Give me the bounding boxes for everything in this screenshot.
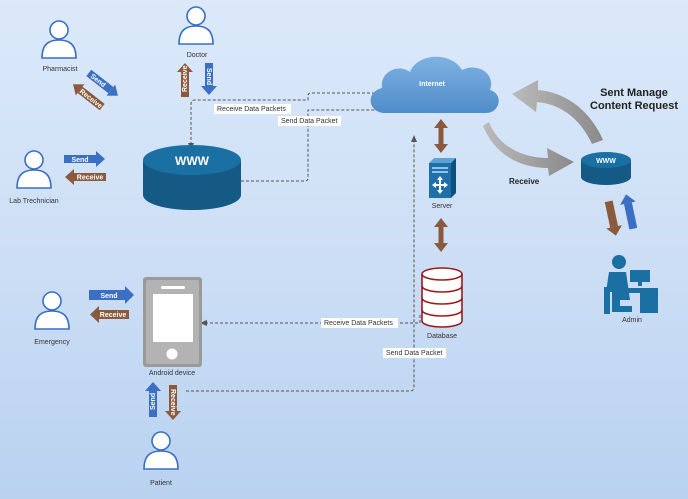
- svg-text:Receive: Receive: [100, 312, 127, 319]
- sent-manage-line1: Sent Manage: [600, 87, 668, 99]
- lab-technician-avatar: [16, 150, 52, 189]
- svg-text:Send: Send: [89, 73, 107, 89]
- sent-manage-arrow: [512, 80, 603, 144]
- lab-technician-label: Lab Trechnician: [9, 198, 59, 205]
- sent-manage-line2: Content Request: [590, 100, 678, 112]
- server-database-arrow: [434, 218, 448, 252]
- admin-figure: [604, 255, 658, 314]
- doctor-avatar: [178, 6, 214, 45]
- www-main-cylinder: WWW: [143, 145, 241, 210]
- server: Server: [429, 158, 456, 210]
- www-small-label: WWW: [596, 158, 616, 165]
- android-label: Android device: [149, 370, 195, 377]
- label-send-data-packet-top: Send Data Packet: [281, 118, 337, 125]
- server-label: Server: [432, 203, 453, 210]
- receive-big-arrow: [483, 122, 574, 176]
- svg-text:Send: Send: [100, 293, 117, 300]
- emergency-label: Emergency: [34, 339, 70, 346]
- emergency-avatar: [34, 291, 70, 330]
- lab-send-arrow: Send: [64, 151, 105, 167]
- svg-text:Send: Send: [205, 68, 212, 85]
- emergency-receive-arrow: Receive: [90, 306, 129, 323]
- www-main-label: WWW: [175, 154, 210, 168]
- connector-receive-top: [190, 92, 380, 145]
- www-small-cylinder: WWW: [581, 152, 631, 185]
- admin-label: Admin: [622, 317, 642, 324]
- svg-text:Receive: Receive: [182, 65, 189, 92]
- svg-text:Receive: Receive: [169, 389, 176, 416]
- database-label: Database: [427, 333, 457, 340]
- internet-label: Internet: [419, 81, 445, 88]
- svg-text:Send: Send: [71, 157, 88, 164]
- label-receive-data-packets-bottom: Receive Data Packets: [324, 320, 393, 327]
- cloud-server-arrow: [434, 119, 448, 153]
- connector-send-bottom: [186, 140, 415, 392]
- doctor-label: Doctor: [187, 52, 208, 59]
- connector-heads: [188, 107, 417, 326]
- svg-text:Receive: Receive: [78, 88, 103, 110]
- admin-arrows: [604, 194, 638, 236]
- internet-cloud: Internet: [370, 56, 499, 113]
- label-receive-data-packets-top: Receive Data Packets: [217, 106, 286, 113]
- doctor-send-arrow: Send: [201, 63, 217, 95]
- emergency-send-arrow: Send: [89, 286, 134, 304]
- android-device: [143, 277, 202, 367]
- patient-send-arrow: Send: [145, 382, 161, 417]
- database: [421, 267, 463, 328]
- server-network-icon: [432, 176, 448, 194]
- patient-receive-arrow: Receive: [165, 385, 181, 420]
- lab-receive-arrow: Receive: [65, 169, 106, 185]
- connector-receive-bottom: [205, 315, 421, 324]
- receive-big-label: Receive: [509, 177, 540, 186]
- svg-text:Receive: Receive: [77, 175, 104, 182]
- patient-label: Patient: [150, 480, 172, 487]
- connector-send-top: [241, 109, 395, 182]
- svg-text:Send: Send: [150, 393, 157, 410]
- label-send-data-packet-bottom: Send Data Packet: [386, 350, 442, 357]
- dashed-connectors: [186, 92, 421, 392]
- doctor-receive-arrow: Receive: [177, 63, 193, 97]
- pharmacist-avatar: [41, 20, 77, 59]
- pharmacist-label: Pharmacist: [42, 66, 77, 73]
- patient-avatar: [143, 431, 179, 470]
